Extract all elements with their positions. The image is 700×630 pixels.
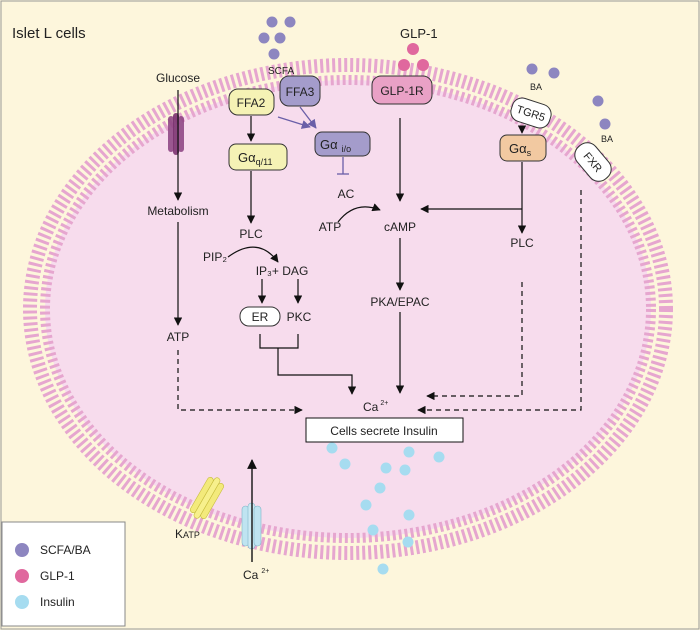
cell-body xyxy=(40,75,656,543)
ffa3-receptor xyxy=(279,75,321,107)
pip2-label: PIP₂ xyxy=(203,250,227,264)
arrow-fxr-ca xyxy=(417,190,582,415)
cell-membrane-outer xyxy=(23,58,673,560)
arrow-er-pkc-ca xyxy=(277,348,357,395)
legend-swatch xyxy=(15,595,29,609)
diagram-title: Islet L cells xyxy=(12,25,86,42)
plc-right-label: PLC xyxy=(510,236,534,250)
arrow-ffa2-gio xyxy=(277,116,311,129)
glp1r-label: GLP-1R xyxy=(380,84,424,98)
er-label: ER xyxy=(252,310,269,324)
glp1-label: GLP-1 xyxy=(400,26,438,41)
pkc-label: PKC xyxy=(287,310,312,324)
er-box xyxy=(239,306,281,327)
secrete-box xyxy=(305,417,464,443)
camp-label: cAMP xyxy=(384,220,416,234)
gq11-label: Gαq/11 xyxy=(238,150,273,167)
legend-swatch xyxy=(15,569,29,583)
glp1-ligands xyxy=(398,43,429,71)
plc-left-label: PLC xyxy=(239,227,263,241)
ffa3-label: FFA3 xyxy=(286,85,315,99)
ffa2-receptor xyxy=(228,88,275,116)
legend-swatch xyxy=(15,543,29,557)
ac-label: AC xyxy=(338,187,355,201)
fxr-receptor: FXR xyxy=(574,142,612,182)
gs-protein xyxy=(499,134,547,162)
glucose-label: Glucose xyxy=(156,71,200,85)
gio-protein xyxy=(314,131,371,157)
tgr5-receptor: TGR5 xyxy=(510,97,552,129)
scfa-label: SCFA xyxy=(268,66,294,77)
arrow-atp-ca xyxy=(177,350,303,415)
insulin-granules xyxy=(326,442,445,575)
katp-channel-icon xyxy=(190,476,224,520)
ip3-dag-label: IP₃+ DAG xyxy=(256,264,309,278)
ba-label-top: BA xyxy=(530,82,542,92)
ba-ligands-top xyxy=(526,63,560,79)
ba-ligands-right xyxy=(592,95,611,130)
katp-label: KATP xyxy=(175,527,200,541)
atp-left-label: ATP xyxy=(167,330,189,344)
glp1r-receptor xyxy=(371,75,433,105)
secrete-label: Cells secrete Insulin xyxy=(330,424,437,438)
arrow-atp-camp xyxy=(337,203,381,223)
atp-mid-label: ATP xyxy=(319,220,341,234)
ffa2-label: FFA2 xyxy=(237,96,266,110)
glucose-transporter-icon xyxy=(168,113,184,155)
scfa-ligands xyxy=(258,16,296,60)
legend-label: GLP-1 xyxy=(40,569,75,583)
gq11-protein xyxy=(228,143,288,171)
arrow-plc-right-ca xyxy=(426,282,523,401)
ba-label-right: BA xyxy=(601,134,613,144)
arrow-ffa3-gio xyxy=(299,106,317,129)
legend-label: SCFA/BA xyxy=(40,543,91,557)
legend-label: Insulin xyxy=(40,595,75,609)
gs-label: Gαs xyxy=(509,141,532,158)
bracket-er-pkc xyxy=(259,334,299,349)
metabolism-label: Metabolism xyxy=(147,204,208,218)
arrow-pip2-ip3 xyxy=(227,246,279,263)
pka-epac-label: PKA/EPAC xyxy=(370,295,429,309)
